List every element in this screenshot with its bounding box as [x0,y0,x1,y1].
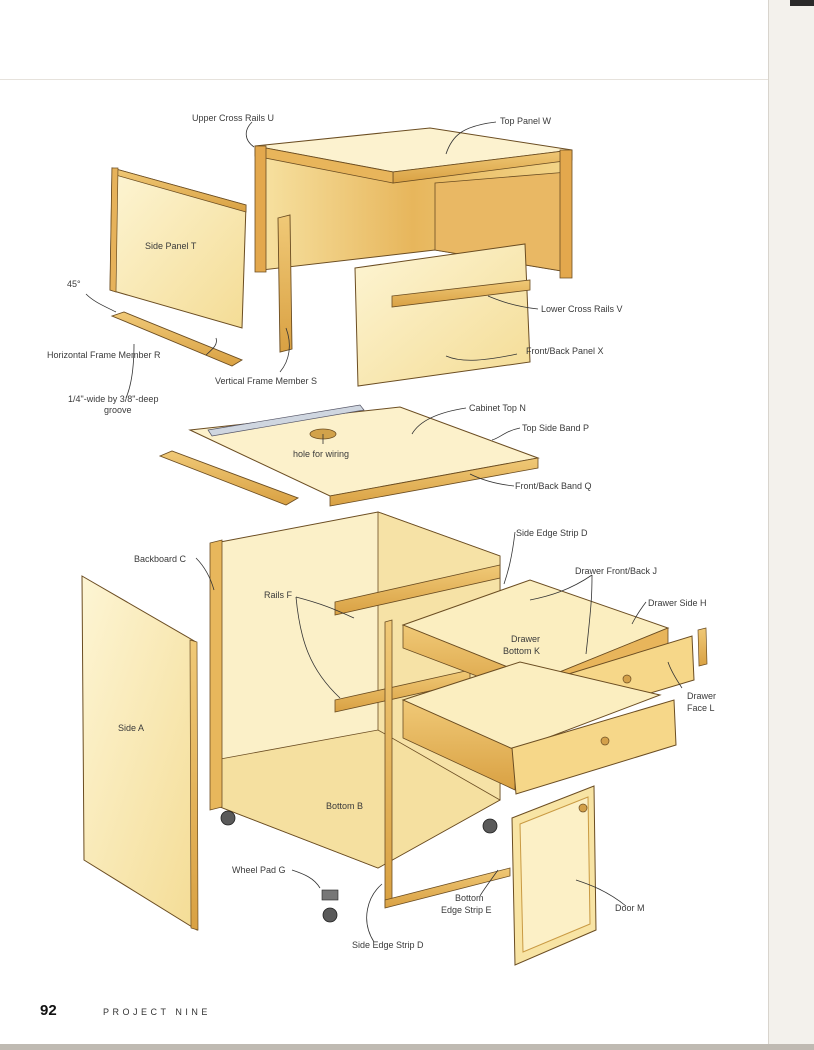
label-lower-cross-rails: Lower Cross Rails V [541,304,623,314]
page-number: 92 [40,1002,57,1019]
cabinet-carcass [209,511,511,923]
label-drawer-face-line2: Face L [687,703,715,713]
label-wheel-pad: Wheel Pad G [232,865,286,875]
cabinet-top-n [158,404,540,507]
side-a [81,575,199,931]
label-hole-for-wiring: hole for wiring [293,449,349,459]
label-bottom-edge-line2: Edge Strip E [441,905,492,915]
label-horizontal-frame: Horizontal Frame Member R [47,350,161,360]
part-labels: Upper Cross Rails U Top Panel W Side Pan… [47,113,716,950]
label-top-side-band: Top Side Band P [522,423,589,433]
label-side-edge-strip-upper: Side Edge Strip D [516,528,588,538]
label-upper-cross-rails: Upper Cross Rails U [192,113,274,123]
hutch-box [254,127,573,279]
label-bottom: Bottom B [326,801,363,811]
label-door: Door M [615,903,645,913]
label-rails: Rails F [264,590,293,600]
door-m [511,785,597,966]
page-gutter-line [768,0,769,1050]
front-back-panel-x [354,243,531,387]
scan-corner [790,0,814,6]
label-top-panel: Top Panel W [500,116,552,126]
drawer-lower [401,661,677,795]
label-side-panel: Side Panel T [145,241,197,251]
label-vertical-frame: Vertical Frame Member S [215,376,317,386]
label-side-edge-strip-lower: Side Edge Strip D [352,940,424,950]
label-drawer-bottom-line1: Drawer [511,634,540,644]
scan-bottom-edge [0,1044,814,1050]
side-panel-t [109,167,247,329]
leader-lines [85,121,683,943]
label-drawer-face-line1: Drawer [687,691,716,701]
label-front-back-panel: Front/Back Panel X [526,346,604,356]
facing-page-edge [768,0,814,1050]
label-drawer-bottom-line2: Bottom K [503,646,540,656]
exploded-cabinet-diagram: Upper Cross Rails U Top Panel W Side Pan… [47,113,716,966]
label-cabinet-top: Cabinet Top N [469,403,526,413]
vertical-frame-member [277,214,293,353]
label-backboard: Backboard C [134,554,187,564]
label-side: Side A [118,723,144,733]
horizontal-frame-member [110,311,244,367]
header-rule [0,79,768,80]
running-title: PROJECT NINE [103,1007,211,1017]
label-drawer-side: Drawer Side H [648,598,707,608]
label-groove-line1: 1/4"-wide by 3/8"-deep [68,394,158,404]
label-angle: 45° [67,279,81,289]
label-front-back-band: Front/Back Band Q [515,481,592,491]
label-groove-line2: groove [104,405,132,415]
label-drawer-front-back: Drawer Front/Back J [575,566,657,576]
label-bottom-edge-line1: Bottom [455,893,484,903]
